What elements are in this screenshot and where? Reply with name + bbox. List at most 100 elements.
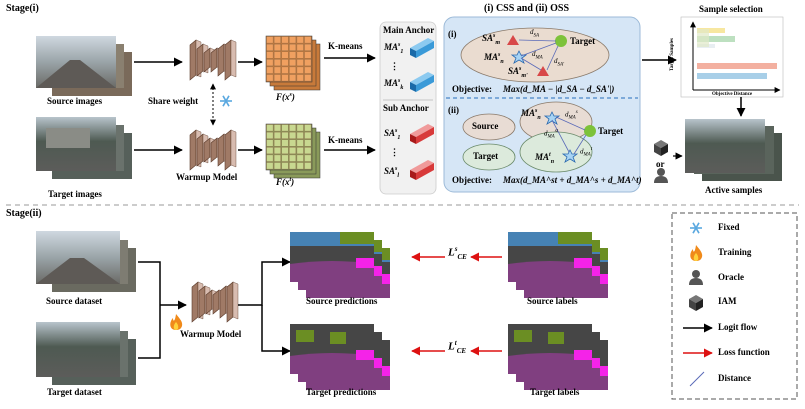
stage1-title: Stage(i) <box>6 3 39 14</box>
chart-bar <box>697 63 777 69</box>
source-images-stack <box>36 36 132 96</box>
css-sa-m-bottom-label: SAsm' <box>508 66 528 79</box>
model-slab <box>217 133 225 167</box>
seg-road <box>508 261 592 282</box>
legend-person-icon <box>689 270 703 285</box>
dist-ma-target <box>520 42 557 57</box>
target-dataset-1 <box>36 322 120 377</box>
feature-cell <box>296 59 304 67</box>
training-fire-icon <box>170 314 183 330</box>
oss-source-ellipse <box>462 113 516 141</box>
oss-dist-s <box>555 116 586 131</box>
seg-vegetation <box>514 330 532 342</box>
legend-snowflake-icon <box>690 222 702 234</box>
source-dataset-road <box>36 258 120 284</box>
legend-oracle: Oracle <box>718 272 744 282</box>
seg-sidewalk <box>574 258 592 268</box>
model-slab-face <box>230 39 237 78</box>
seg-vegetation <box>548 332 564 344</box>
target-samples-axis-label: Target Samples <box>670 37 676 72</box>
target-labels-label: Target labels <box>530 387 580 397</box>
chart-bar <box>697 29 709 47</box>
feature-cell <box>296 139 304 147</box>
feature-cell <box>266 36 274 44</box>
feature-cell <box>273 147 281 155</box>
feature-cell <box>266 59 274 67</box>
sa-vertical-dots: ⋮ <box>390 147 399 157</box>
oss-target-left-label: Target <box>473 151 499 161</box>
legend-fire-icon <box>690 245 703 261</box>
css-panel-label: (i) <box>448 29 457 39</box>
css-target-dot <box>555 35 567 47</box>
oss-d-ma-s-label: dMAs <box>565 110 578 121</box>
feature-cell <box>289 59 297 67</box>
segmentation-map <box>290 324 374 374</box>
legend-iam: IAM <box>718 296 737 306</box>
css-sa-m-top-label: SAsm <box>482 33 501 46</box>
objective-distance-axis-label: Objective Distance <box>712 92 753 97</box>
feature-cell <box>266 74 274 82</box>
legend-cube-icon <box>689 295 703 311</box>
css-oss-title: (i) CSS and (ii) OSS <box>484 3 570 14</box>
active-samples-label: Active samples <box>705 185 763 195</box>
model-slab <box>196 43 204 77</box>
feature-cell <box>304 139 312 147</box>
feature-cell <box>289 74 297 82</box>
css-d-ma-label: dMA <box>532 50 543 61</box>
feature-cell <box>281 36 289 44</box>
oss-d-ma-t-label: dMAt <box>580 147 593 158</box>
seg-vegetation <box>340 232 374 244</box>
model-slab <box>224 129 232 171</box>
legend-training: Training <box>718 247 752 257</box>
model-slab-face <box>232 281 239 320</box>
feature-cell <box>304 124 312 132</box>
seg-vegetation <box>296 330 314 342</box>
seg-road <box>508 353 592 374</box>
feature-cell <box>289 147 297 155</box>
loss-source-label: LsCE <box>448 245 467 261</box>
feature-cell <box>289 131 297 139</box>
stage2-title: Stage(ii) <box>6 208 42 219</box>
feature-cell <box>266 51 274 59</box>
warmup-model-bottom <box>189 129 237 171</box>
model-slab <box>217 43 225 77</box>
feature-cell <box>273 66 281 74</box>
target-images-stack <box>36 117 132 179</box>
seg-vegetation <box>330 332 346 344</box>
legend-distance-line-icon <box>689 371 705 387</box>
source-images-label: Source images <box>47 96 103 106</box>
feature-cell <box>304 36 312 44</box>
share-weight-snowflake-icon <box>220 95 232 107</box>
model-slab <box>198 285 206 319</box>
source-dataset-label: Source dataset <box>46 296 103 306</box>
oss-dist-st <box>551 119 570 153</box>
arrow-datasets-join <box>138 261 161 359</box>
legend-distance: Distance <box>718 373 751 383</box>
feature-cell <box>281 43 289 51</box>
feature-cell <box>304 59 312 67</box>
model-slab-face <box>230 129 237 168</box>
css-target-label: Target <box>570 36 596 46</box>
feature-cell <box>281 124 289 132</box>
target-feature-grid <box>265 123 321 179</box>
warmup-model-stage2 <box>191 281 239 323</box>
seg-sidewalk <box>574 350 592 360</box>
warmup-model-top <box>189 39 237 81</box>
anchor-cube-front <box>416 163 434 180</box>
oss-dist-t <box>573 134 587 155</box>
feature-cell <box>266 43 274 51</box>
feature-cell <box>289 154 297 162</box>
feature-cell <box>296 43 304 51</box>
segmentation-maps <box>290 232 608 390</box>
segmentation-map <box>508 324 592 374</box>
sal-label: SAsl <box>384 166 400 179</box>
css-d-sa-label: dSA <box>530 28 540 39</box>
anchor-cube-top <box>410 124 434 137</box>
anchor-cube-top <box>410 72 434 85</box>
seg-road <box>290 353 374 374</box>
feature-cell <box>304 131 312 139</box>
chart-bars <box>697 28 777 79</box>
arrow-model-split-down <box>261 305 291 356</box>
chart-bar <box>697 28 725 33</box>
feature-cell <box>304 147 312 155</box>
